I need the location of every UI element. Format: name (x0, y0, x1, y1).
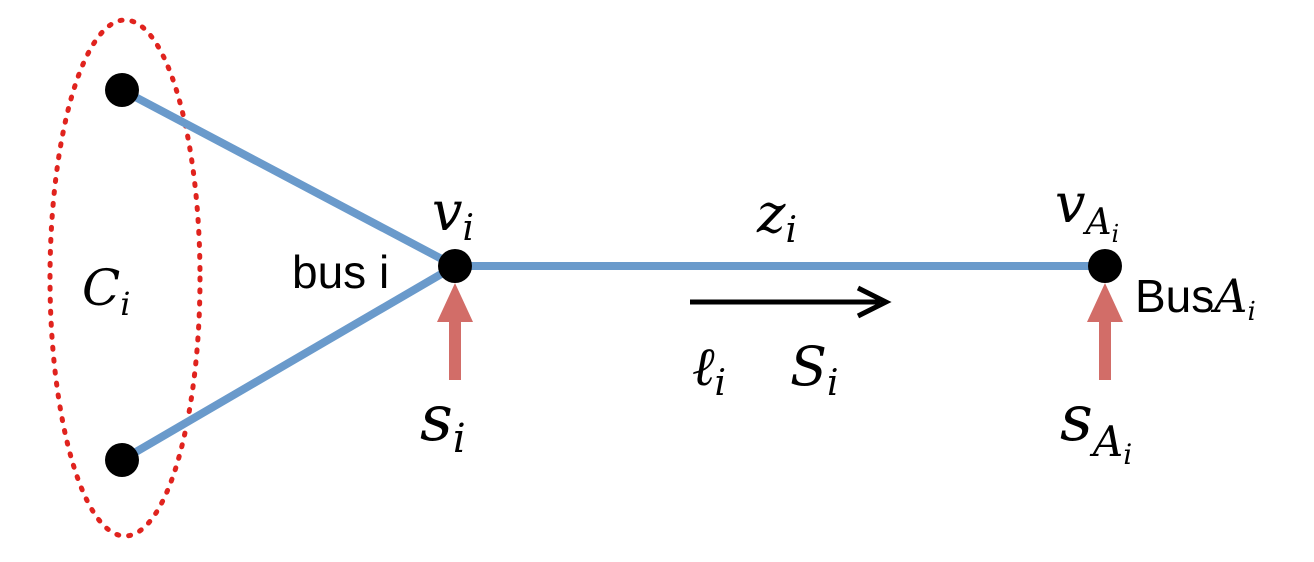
injection-arrow-i (437, 283, 473, 380)
injection-arrow-A (1087, 283, 1123, 380)
node-bus-A (1088, 249, 1122, 283)
node-bus-i (438, 249, 472, 283)
bus-i-label: bus i (292, 246, 389, 298)
node-child-top (105, 73, 139, 107)
impedance-label: zi (756, 182, 797, 251)
children-set-ellipse (47, 17, 203, 539)
line-bottom-child (119, 262, 458, 464)
current-label: ℓi (692, 335, 726, 404)
voltage-i-label: vi (432, 180, 474, 249)
flow-arrow (690, 285, 892, 319)
bus-A-label: BusAi (1135, 269, 1256, 327)
node-child-bottom (105, 443, 139, 477)
cluster-label: Ci (82, 259, 131, 323)
line-top-child (120, 86, 457, 270)
power-flow-label: Si (790, 335, 839, 404)
voltage-A-label: vAi (1055, 172, 1119, 248)
injection-i-label: si (420, 382, 466, 462)
injection-A-label: sAi (1060, 382, 1132, 471)
